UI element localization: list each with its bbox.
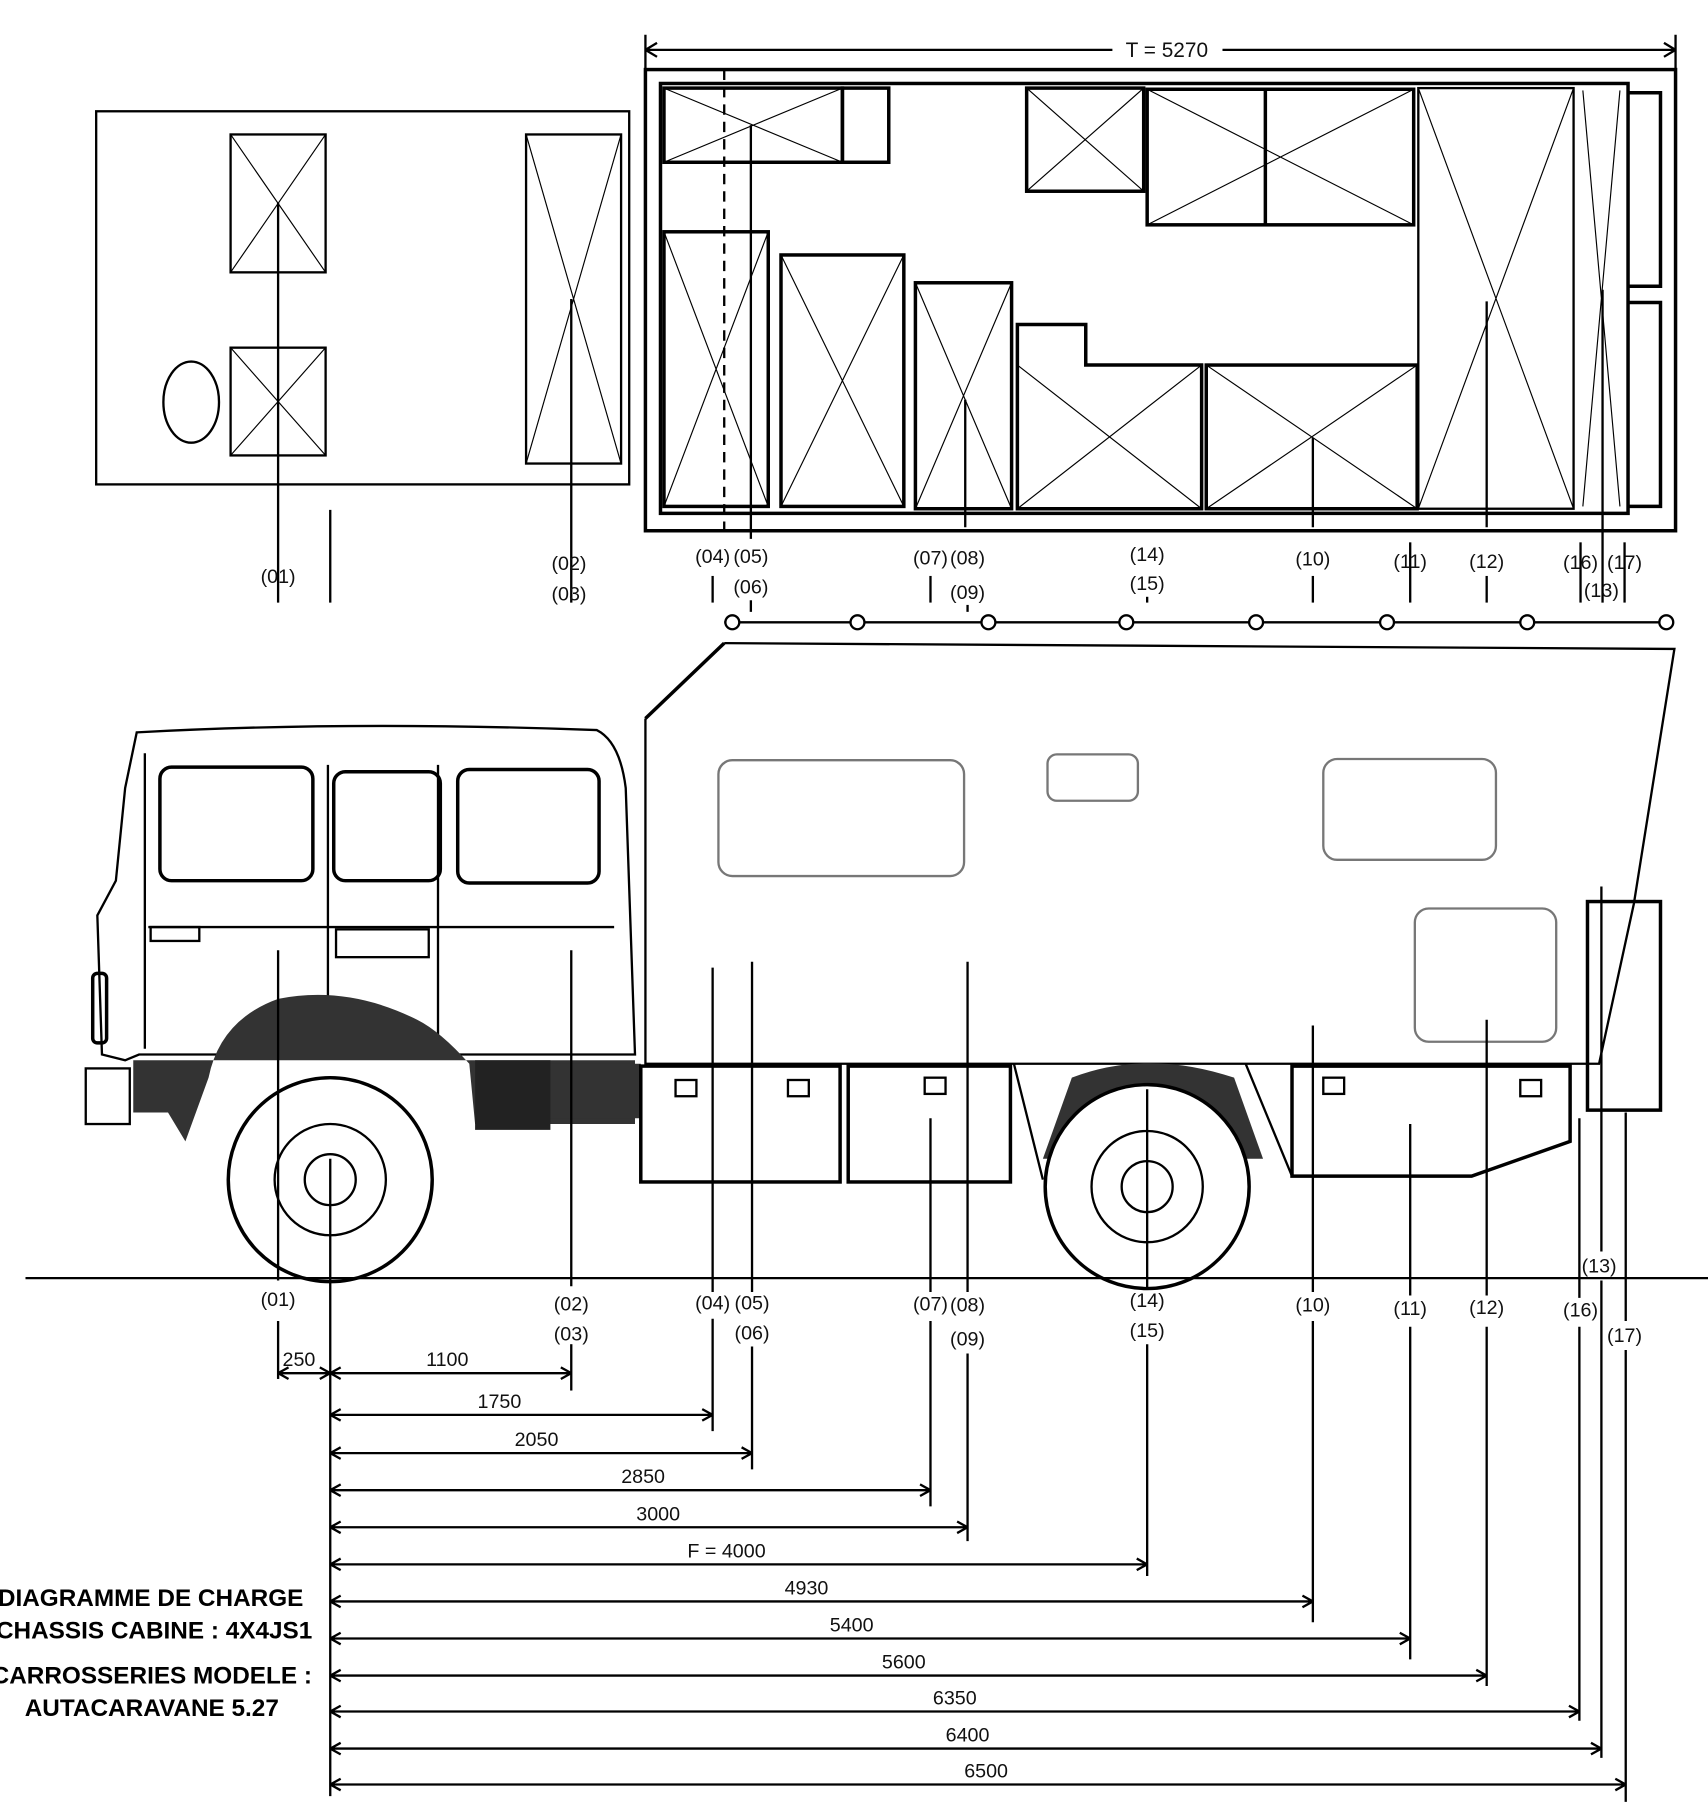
dimension-4: 2850 [329,1466,932,1498]
title-line-1: DIAGRAMME DE CHARGE [0,1585,303,1612]
dimension-value: 1100 [426,1349,468,1371]
reference-label-15: (15) [1130,1320,1165,1342]
dimension-2: 1750 [329,1391,714,1422]
roof-rail-knob-icon [1378,614,1396,631]
dimension-arrow [277,1366,331,1380]
dimension-value: 6500 [964,1761,1008,1783]
dimension-value: 250 [283,1349,316,1371]
dimension-arrow [329,1631,1411,1646]
body-plan-view [643,34,1678,603]
dimension-12: 6500 [329,1761,1627,1792]
reference-label-07: (07) [913,1294,948,1316]
reference-label-12: (12) [1469,551,1504,573]
roof-rail-knob-icon [1519,614,1536,631]
reference-label-15: (15) [1130,573,1165,595]
roof-rail-knob-icon [1247,614,1265,631]
reference-label-13: (13) [1582,1255,1617,1277]
reference-label-08: (08) [950,1295,985,1317]
reference-label-10: (10) [1295,549,1330,571]
roof-rail-knob-icon [1118,614,1135,631]
dimension-value: 6400 [946,1725,990,1747]
cab-plan-view [95,110,631,603]
dimension-value: 3000 [636,1503,680,1525]
dimension-value: F = 4000 [687,1540,765,1562]
dimension-value: 4930 [785,1577,829,1599]
reference-label-03: (03) [554,1324,589,1346]
dimension-arrow [329,1557,1148,1572]
reference-label-11: (11) [1393,1298,1427,1320]
dimension-arrow [329,1704,1580,1719]
reference-label-17: (17) [1607,552,1642,574]
dimension-11: 6400 [329,1725,1602,1756]
reference-label-08: (08) [950,547,985,569]
dimension-arrow [329,1741,1602,1756]
reference-label-09: (09) [950,1328,985,1350]
reference-label-12: (12) [1469,1297,1504,1319]
dimension-arrow [329,1408,714,1422]
title-line-3: CARROSSERIES MODELE : [0,1663,312,1690]
reference-label-14: (14) [1130,544,1165,566]
reference-label-09: (09) [950,582,985,604]
dimension-arrow [329,1668,1488,1683]
leader-lines [276,542,1627,1802]
reference-label-10: (10) [1295,1295,1330,1317]
roof-rail-knob-icon [724,614,741,631]
dimension-5: 3000 [329,1503,969,1535]
title-line-2: CHASSIS CABINE : 4X4JS1 [0,1618,312,1645]
dimension-10: 6350 [329,1688,1580,1719]
reference-label-07: (07) [913,547,948,569]
dimension-7: 4930 [329,1577,1314,1609]
dimension-value: 2050 [515,1429,559,1451]
dimension-value: 6350 [933,1688,977,1710]
dimension-value: 5400 [830,1615,874,1637]
dimension-8: 5400 [329,1615,1411,1646]
roof-rail-knob-icon [849,614,866,631]
dimension-arrow [329,1483,932,1498]
dimension-value: 1750 [478,1391,522,1413]
dimension-arrow [329,1446,753,1460]
reference-label-04: (04) [695,1292,730,1314]
dimension-0: 250 [277,1349,331,1380]
reference-label-16: (16) [1563,552,1598,574]
dimension-arrow [329,1594,1314,1609]
reference-label-11: (11) [1393,551,1427,573]
dimension-6: F = 4000 [329,1540,1148,1572]
dimension-arrow [329,1520,969,1535]
reference-label-13: (13) [1584,580,1619,602]
reference-labels: (01)(02)(03)(04)(05)(06)(07)(08)(09)(14)… [261,544,1642,1350]
total-length-dimension: T = 5270 [1126,39,1208,62]
roof-rail-knob-icon [980,614,997,631]
reference-label-06: (06) [733,576,768,598]
reference-label-01: (01) [261,566,296,588]
reference-label-02: (02) [554,1294,589,1316]
reference-label-17: (17) [1607,1325,1642,1347]
dimension-arrow [329,1366,572,1380]
reference-label-14: (14) [1130,1290,1165,1312]
dimension-3: 2050 [329,1429,753,1460]
reference-label-01: (01) [261,1289,296,1311]
diagram-title: DIAGRAMME DE CHARGE CHASSIS CABINE : 4X4… [0,1585,312,1722]
title-line-4: AUTACARAVANE 5.27 [25,1695,279,1722]
reference-label-04: (04) [695,546,730,568]
dimension-arrow [329,1777,1627,1792]
reference-label-03: (03) [551,583,586,605]
dimension-1: 1100 [329,1349,572,1380]
reference-label-02: (02) [551,553,586,575]
dimension-9: 5600 [329,1652,1488,1683]
reference-label-06: (06) [735,1323,770,1345]
dimension-value: 5600 [882,1652,926,1674]
reference-label-05: (05) [735,1292,770,1314]
reference-label-05: (05) [733,546,768,568]
reference-label-16: (16) [1563,1299,1598,1321]
dimension-value: 2850 [621,1466,665,1488]
roof-rail-knob-icon [1658,614,1675,631]
